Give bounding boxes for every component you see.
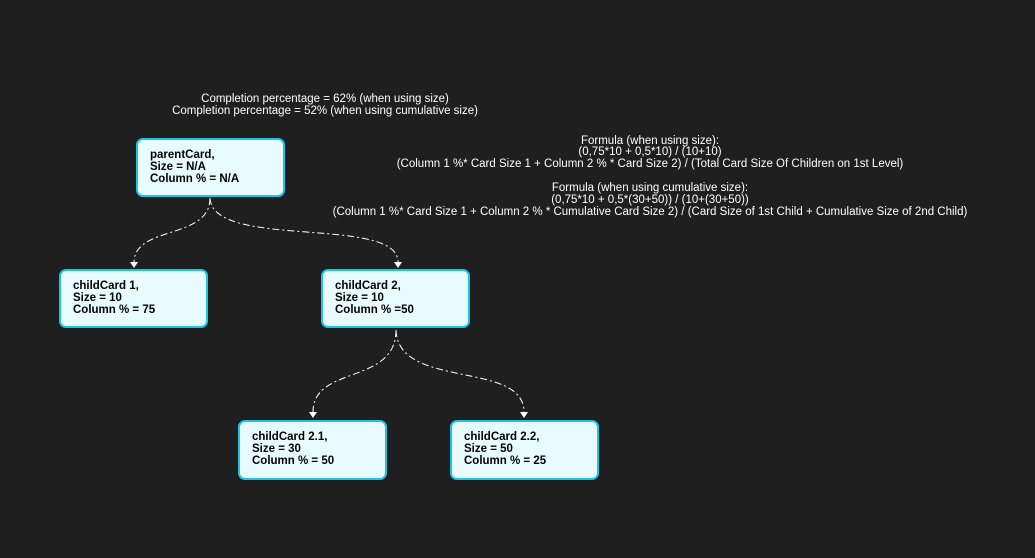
card-name: parentCard, xyxy=(150,149,215,161)
connector-child2-to-child22 xyxy=(395,329,525,413)
card-name: childCard 2.1, xyxy=(252,431,328,443)
card-column-percent: Column % = 50 xyxy=(252,455,335,467)
card-size: Size = 50 xyxy=(464,443,513,455)
card-column-percent: Column % = 25 xyxy=(464,455,547,467)
card-size: Size = 10 xyxy=(73,292,122,304)
formula-size-description: (Column 1 %* Card Size 1 + Column 2 % * … xyxy=(396,158,904,170)
card-name: childCard 2, xyxy=(335,280,401,292)
arrowhead-child22 xyxy=(520,412,528,418)
formula-size-title: Formula (when using size): xyxy=(580,135,720,147)
child-card-1[interactable]: childCard 1, Size = 10 Column % = 75 xyxy=(59,269,208,328)
card-name: childCard 1, xyxy=(73,280,139,292)
connector-parent-to-child1 xyxy=(133,197,211,263)
formula-size-expression: (0,75*10 + 0,5*10) / (10+10) xyxy=(578,146,722,158)
card-size: Size = N/A xyxy=(150,161,206,173)
card-size: Size = 30 xyxy=(252,443,301,455)
formula-cumulative-description: (Column 1 %* Card Size 1 + Column 2 % * … xyxy=(332,206,968,218)
card-column-percent: Column % = 75 xyxy=(73,304,156,316)
completion-cumulative-text: Completion percentage = 52% (when using … xyxy=(172,105,478,117)
connector-parent-to-child2 xyxy=(209,197,399,263)
card-name: childCard 2.2, xyxy=(464,431,540,443)
child-card-2-1[interactable]: childCard 2.1, Size = 30 Column % = 50 xyxy=(238,420,387,480)
arrowhead-child21 xyxy=(309,412,317,418)
card-size: Size = 10 xyxy=(335,292,384,304)
arrowhead-child1 xyxy=(130,262,138,268)
connector-child2-to-child21 xyxy=(312,329,397,413)
child-card-2-2[interactable]: childCard 2.2, Size = 50 Column % = 25 xyxy=(450,420,599,480)
formula-cumulative-title: Formula (when using cumulative size): xyxy=(551,182,749,194)
formula-cumulative-expression: (0,75*10 + 0,5*(30+50)) / (10+(30+50)) xyxy=(551,194,749,206)
card-column-percent: Column % = N/A xyxy=(150,173,240,185)
card-column-percent: Column % =50 xyxy=(335,304,414,316)
parent-card[interactable]: parentCard, Size = N/A Column % = N/A xyxy=(136,138,285,197)
completion-size-text: Completion percentage = 62% (when using … xyxy=(201,93,449,105)
child-card-2[interactable]: childCard 2, Size = 10 Column % =50 xyxy=(321,269,470,328)
arrowhead-child2 xyxy=(394,262,402,268)
